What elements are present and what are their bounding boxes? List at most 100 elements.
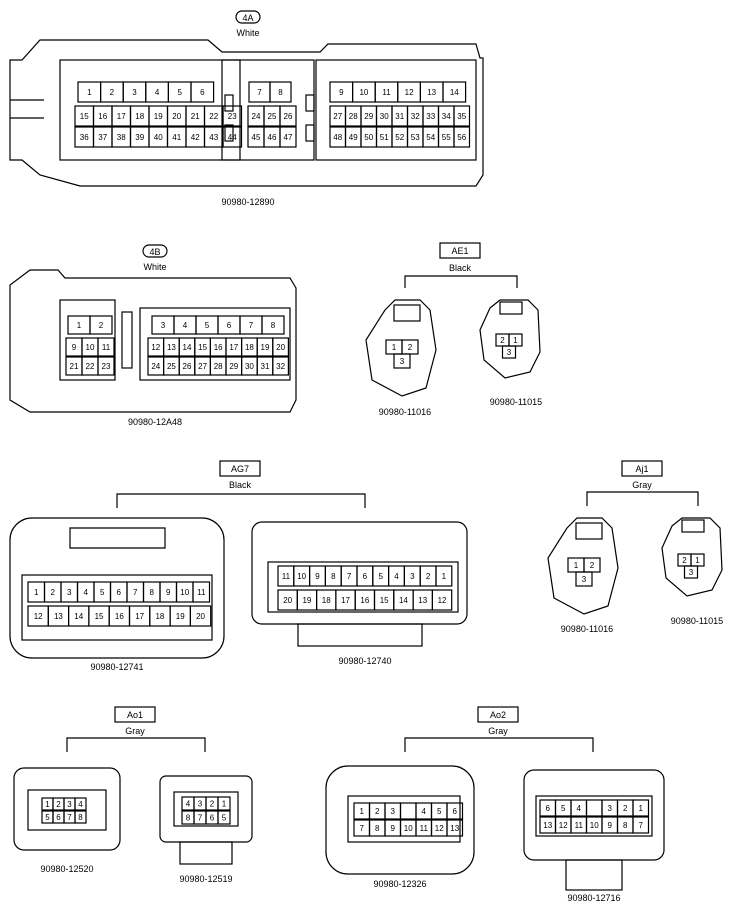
pin-number: 7 (347, 572, 352, 581)
color-4a: White (236, 28, 259, 38)
bracket-ao2 (404, 737, 594, 752)
pin-number: 2 (51, 588, 56, 597)
code-ao1: Ao1 (127, 710, 143, 720)
code-4b: 4B (149, 247, 160, 257)
pin-cell (222, 105, 243, 127)
pin-number: 7 (257, 88, 262, 97)
pin-number: 14 (74, 612, 83, 621)
pin-number: 11 (382, 88, 391, 97)
housing-ao2-left (325, 765, 475, 875)
pin-number: 25 (268, 112, 277, 121)
pin-number: 18 (135, 112, 144, 121)
pin-number: 20 (196, 612, 205, 621)
pin-number: 32 (276, 362, 285, 371)
pin-number: 17 (117, 112, 126, 121)
pin-number: 12 (438, 596, 447, 605)
pin-number: 1 (513, 336, 518, 345)
pin-cell (279, 126, 297, 148)
code-ao2: Ao2 (490, 710, 506, 720)
pin-number: 14 (399, 596, 408, 605)
pin-number: 5 (437, 807, 442, 816)
bracket-ag7 (116, 493, 366, 508)
pin-number: 2 (210, 799, 215, 808)
pin-number: 27 (198, 362, 207, 371)
pin-number: 3 (161, 321, 166, 330)
pin-number: 6 (453, 807, 458, 816)
pin-number: 44 (228, 133, 237, 142)
pin-number: 7 (198, 813, 203, 822)
pin-cell (272, 337, 289, 357)
pin-number: 2 (500, 336, 505, 345)
pin-number: 4 (84, 588, 89, 597)
pin-number: 5 (45, 813, 50, 822)
pin-number: 16 (115, 612, 124, 621)
cavity-ag7-left (21, 574, 213, 641)
pin-number: 1 (639, 804, 644, 813)
bracket-ao1 (66, 737, 206, 752)
pin-number: 13 (427, 88, 436, 97)
code-badge-ao2 (477, 706, 519, 723)
pin-number: 15 (80, 112, 89, 121)
pin-number: 12 (151, 343, 160, 352)
cavity-4a (59, 59, 241, 161)
pin-number: 26 (183, 362, 192, 371)
cavity-4b (139, 307, 291, 381)
pin-number: 2 (99, 321, 104, 330)
latch-aj1-male (681, 519, 705, 533)
pin-number: 4 (186, 799, 191, 808)
cavity-4b (59, 299, 116, 381)
part-number-4a: 90980-12890 (221, 197, 274, 207)
color-ao2: Gray (488, 726, 508, 736)
pin-number: 19 (176, 612, 185, 621)
key-4a (224, 94, 234, 112)
pin-number: 1 (360, 807, 365, 816)
pin-number: 16 (214, 343, 223, 352)
part-number-ae1-female: 90980-11016 (379, 407, 431, 417)
pin-number: 53 (411, 133, 420, 142)
pin-cell (222, 126, 243, 148)
base-ao1-right (179, 841, 233, 865)
pin-number: 13 (167, 343, 176, 352)
pin-number: 13 (543, 821, 552, 830)
pin-cell (446, 802, 464, 820)
pin-cell (74, 810, 87, 824)
pin-number: 6 (546, 804, 551, 813)
pin-number: 13 (54, 612, 63, 621)
pin-number: 1 (34, 588, 39, 597)
pin-number: 8 (186, 813, 191, 822)
pin-number: 28 (349, 112, 358, 121)
housing-4a (9, 39, 484, 187)
pin-number: 55 (442, 133, 451, 142)
pin-number: 23 (228, 112, 237, 121)
pin-number: 1 (77, 321, 82, 330)
pin-number: 4 (183, 321, 188, 330)
pin-number: 19 (154, 112, 163, 121)
pin-number: 22 (209, 112, 218, 121)
pin-number: 39 (135, 133, 144, 142)
pin-number: 5 (378, 572, 383, 581)
pin-number: 14 (183, 343, 192, 352)
code-badge-ae1 (439, 242, 481, 259)
part-number-ae1-male: 90980-11015 (490, 397, 542, 407)
code-badge-4a (235, 10, 261, 24)
pin-number: 17 (229, 343, 238, 352)
pin-cell (501, 345, 517, 359)
pin-number: 8 (278, 88, 283, 97)
base-ao2-right (565, 859, 623, 891)
pin-number: 5 (222, 813, 227, 822)
pin-number: 4 (422, 807, 427, 816)
pin-number: 20 (276, 343, 285, 352)
pin-number: 3 (67, 588, 72, 597)
part-number-ag7-left: 90980-12741 (90, 662, 143, 672)
pin-number: 1 (222, 799, 227, 808)
pin-number: 54 (426, 133, 435, 142)
pin-number: 28 (214, 362, 223, 371)
pin-number: 33 (426, 112, 435, 121)
pin-cell (393, 353, 411, 369)
pin-number: 51 (380, 133, 389, 142)
